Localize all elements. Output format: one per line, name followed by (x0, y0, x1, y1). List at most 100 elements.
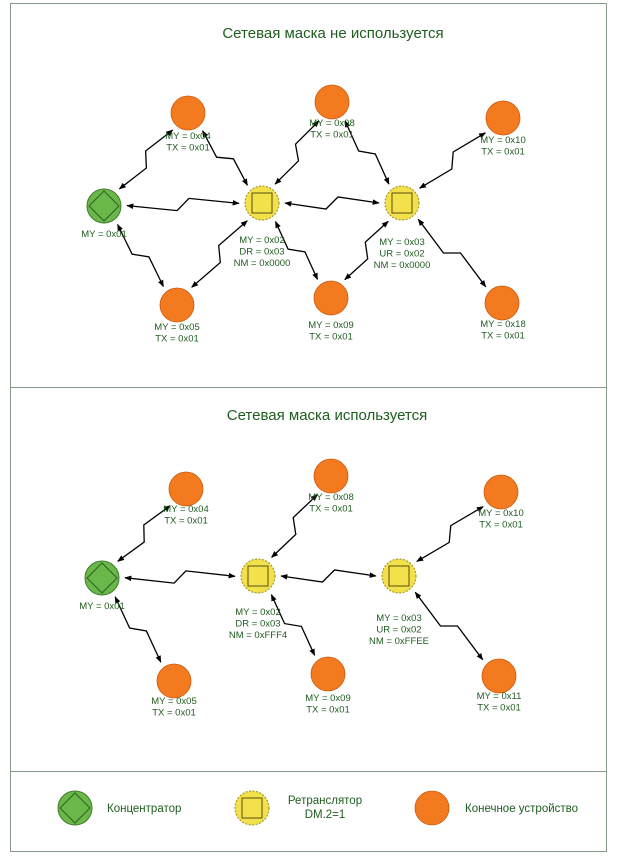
end-device-node-circle (310, 656, 346, 692)
node-label-line: TX = 0x01 (481, 331, 525, 342)
node-label-line: MY = 0x10 (480, 135, 526, 146)
node-label-line: MY = 0x04 (165, 131, 211, 142)
coordinator-diamond (88, 190, 120, 222)
panel-bottom-title: Сетевая маска используется (227, 407, 428, 424)
link-c1-e5 (117, 223, 164, 288)
node-label-line: MY = 0x18 (480, 319, 526, 330)
node-label-line: MY = 0x08 (308, 492, 354, 503)
end-device-node-circle (159, 287, 195, 323)
node-label-line: NM = 0x0000 (374, 260, 431, 271)
legend-border (10, 771, 607, 852)
link-c1-r1 (124, 570, 236, 584)
node-label-line: TX = 0x01 (164, 516, 208, 527)
end-device-node-circle (314, 84, 350, 120)
end-device-node-circle (170, 95, 206, 131)
end-device-node-circle (414, 790, 450, 826)
router-square (388, 565, 410, 587)
node-label-line: MY = 0x02 (239, 235, 285, 246)
node-label-line: MY = 0x09 (308, 320, 354, 331)
link-c1-e5 (114, 596, 162, 663)
legend-item-end-device: Конечное устройство (414, 790, 578, 826)
link-r2-e8 (344, 120, 390, 185)
node-label-line: MY = 0x10 (478, 508, 524, 519)
router-square (241, 797, 263, 819)
link-r2-e9 (344, 220, 389, 281)
link-r1-e8 (274, 120, 320, 185)
node-label-line: MY = 0x05 (151, 696, 197, 707)
coordinator-node-c1: MY = 0x01 (81, 188, 127, 240)
node-label-line: MY = 0x02 (235, 607, 281, 618)
end-device-node-circle (484, 285, 520, 321)
link-r2-e10 (416, 506, 484, 562)
end-device-node-circle (168, 471, 204, 507)
link-r1-r2 (284, 196, 380, 210)
legend-label: Ретранслятор (288, 795, 362, 807)
node-label-line: MY = 0x01 (79, 601, 125, 612)
node-label-line: MY = 0x03 (376, 613, 422, 624)
end-device-node-circle (313, 458, 349, 494)
link-c1-r1 (126, 197, 240, 212)
link-r1-e4 (202, 130, 248, 186)
link-r1-e5 (191, 220, 248, 288)
end-device-node-circle (313, 280, 349, 316)
node-label-line: MY = 0x05 (154, 322, 200, 333)
node-label-line: DR = 0x03 (239, 247, 284, 258)
legend-label: Концентратор (107, 803, 181, 815)
node-label-line: MY = 0x11 (477, 691, 522, 702)
node-label-line: TX = 0x01 (166, 143, 210, 154)
link-r1-r2 (280, 569, 377, 583)
node-label-line: TX = 0x01 (309, 332, 353, 343)
node-label-line: MY = 0x09 (305, 693, 351, 704)
node-label-line: TX = 0x01 (477, 703, 521, 714)
legend-label: Конечное устройство (465, 803, 578, 815)
node-label-line: MY = 0x03 (379, 237, 425, 248)
node-label-line: UR = 0x02 (379, 249, 424, 260)
node-label-line: MY = 0x01 (81, 229, 127, 240)
router-square (247, 565, 269, 587)
link-r2-e10 (418, 132, 487, 189)
node-label-line: TX = 0x01 (152, 708, 196, 719)
router-square (391, 192, 413, 214)
link-c1-e4 (117, 505, 171, 562)
link-r1-e9 (270, 594, 316, 656)
end-device-node-circle (156, 663, 192, 699)
panel-bottom-links (114, 494, 484, 663)
legend-label: DM.2=1 (305, 809, 346, 821)
end-device-node-circle (485, 100, 521, 136)
link-c1-e4 (118, 129, 174, 190)
node-label-line: TX = 0x01 (155, 334, 199, 345)
link-r1-e8 (271, 494, 318, 558)
link-r2-e18 (417, 218, 487, 288)
panel-top-links (117, 120, 487, 288)
node-label-line: TX = 0x01 (310, 130, 354, 141)
node-label-line: NM = 0xFFF4 (229, 630, 287, 641)
node-label-line: TX = 0x01 (306, 705, 350, 716)
panel-top-title: Сетевая маска не используется (222, 25, 443, 42)
node-label-line: NM = 0xFFEE (369, 636, 429, 647)
link-r1-e9 (274, 220, 319, 281)
node-label-line: DR = 0x03 (235, 619, 280, 630)
end-device-node-circle (481, 658, 517, 694)
coordinator-node-c1: MY = 0x01 (79, 560, 125, 612)
node-label-line: TX = 0x01 (481, 147, 525, 158)
node-label-line: MY = 0x04 (163, 504, 209, 515)
